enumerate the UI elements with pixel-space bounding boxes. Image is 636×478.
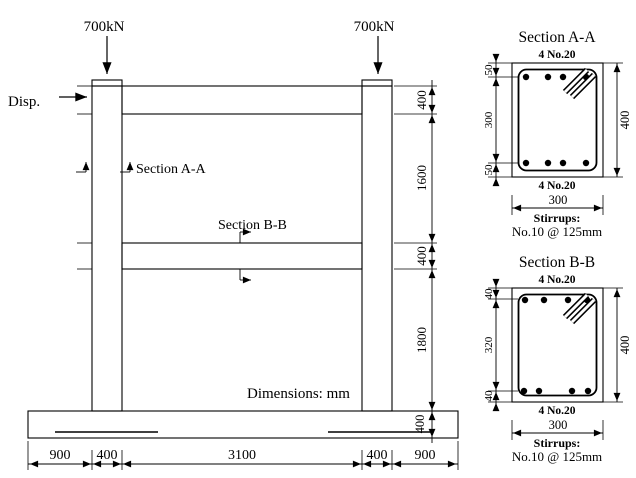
right-column <box>361 85 393 412</box>
width-dimension-chain: 900 400 3100 400 900 <box>27 441 459 470</box>
dim-base-depth: 400 <box>413 415 427 434</box>
section-aa-depth-label: 400 <box>618 111 632 130</box>
section-bb-core-height: 320 <box>483 336 495 353</box>
section-aa-break-mark <box>562 67 597 100</box>
section-aa-rebar-dots <box>522 73 590 167</box>
section-aa-cover-top: 50 <box>483 64 495 76</box>
frame-elevation: 700kN 700kN Disp. Section A-A Section B-… <box>8 19 459 470</box>
units-note: Dimensions: mm <box>247 386 350 402</box>
section-aa-core-height: 300 <box>483 111 495 128</box>
section-aa-depth-dim: 400 <box>603 62 632 178</box>
section-bb-width-dim: 300 <box>511 418 604 440</box>
section-aa-cover-bottom: 50 <box>483 164 495 176</box>
section-bb-callout-label: Section B-B <box>218 218 287 233</box>
section-aa-stirrups-label: Stirrups: <box>534 211 581 225</box>
section-bb-stirrups-spec: No.10 @ 125mm <box>512 449 602 464</box>
dim-left-column-width: 400 <box>97 448 118 463</box>
right-column-cap <box>361 79 393 87</box>
section-bb-bottom-bars: 4 No.20 <box>538 405 575 417</box>
dim-story1-height: 1800 <box>414 327 429 353</box>
dim-beam2-depth: 400 <box>414 246 429 266</box>
width-dim-ticks <box>27 441 459 470</box>
section-aa-width-label: 300 <box>549 193 568 207</box>
section-aa-outline <box>511 62 604 178</box>
beam-extension-ticks <box>77 85 437 270</box>
load-right-label: 700kN <box>354 19 395 35</box>
dim-clear-span: 3100 <box>228 448 256 463</box>
section-bb-stirrup <box>517 293 598 397</box>
dim-story2-height: 1600 <box>414 165 429 191</box>
height-dimension-chain: 400 1600 400 1800 400 <box>413 80 436 443</box>
section-bb-break-mark <box>562 292 597 325</box>
section-aa-title: Section A-A <box>518 29 596 46</box>
load-left-label: 700kN <box>84 19 125 35</box>
section-aa-callout-label: Section A-A <box>136 162 206 177</box>
section-aa-stirrups-spec: No.10 @ 125mm <box>512 224 602 239</box>
section-aa-bottom-bars: 4 No.20 <box>538 180 575 192</box>
section-bb-top-bars: 4 No.20 <box>538 274 575 286</box>
dim-left-overhang: 900 <box>50 448 71 463</box>
section-bb-depth-label: 400 <box>618 336 632 355</box>
section-bb-cover-bottom: 40 <box>483 390 495 402</box>
section-bb-rebar-dots <box>520 296 592 395</box>
section-bb-side-dims: 40 320 40 <box>483 278 518 412</box>
section-bb-cover-top: 40 <box>483 288 495 300</box>
middle-beam <box>121 242 363 270</box>
disp-label: Disp. <box>8 94 40 110</box>
section-bb-callout: Section B-B <box>218 218 287 284</box>
section-aa-width-dim: 300 <box>511 193 604 215</box>
load-right: 700kN <box>354 19 395 74</box>
concrete-members <box>27 79 459 439</box>
foundation-base <box>27 410 459 439</box>
section-bb-title: Section B-B <box>519 254 595 271</box>
dim-beam1-depth: 400 <box>414 90 429 110</box>
section-bb-stirrups-label: Stirrups: <box>534 436 581 450</box>
dim-right-overhang: 900 <box>415 448 436 463</box>
section-aa-top-bars: 4 No.20 <box>538 49 575 61</box>
displacement-callout: Disp. <box>8 92 87 110</box>
left-column <box>91 85 123 412</box>
dim-right-column-width: 400 <box>367 448 388 463</box>
section-aa-detail: Section A-A 4 No.20 <box>483 29 632 239</box>
load-left: 700kN <box>84 19 125 74</box>
top-beam <box>121 85 363 115</box>
left-column-cap <box>91 79 123 87</box>
section-aa-side-dims: 50 300 50 <box>483 53 518 187</box>
section-aa-stirrup <box>517 68 598 172</box>
section-aa-callout: Section A-A <box>76 162 206 177</box>
section-bb-outline <box>511 287 604 403</box>
section-bb-detail: Section B-B 4 No.20 <box>483 254 632 464</box>
section-bb-width-label: 300 <box>549 418 568 432</box>
section-bb-depth-dim: 400 <box>603 287 632 403</box>
